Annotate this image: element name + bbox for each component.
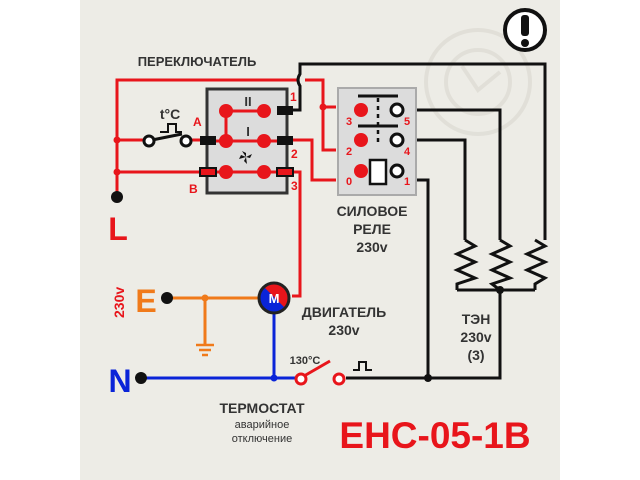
supply-voltage-label: 230v bbox=[111, 287, 127, 318]
heater-element-3 bbox=[523, 238, 549, 290]
terminal-N-label: N bbox=[108, 363, 131, 399]
pulse-icon bbox=[160, 123, 182, 133]
relay-label-3: 230v bbox=[356, 239, 387, 255]
thermostat-switch bbox=[294, 359, 346, 386]
motor-symbol: M bbox=[269, 291, 280, 306]
relay-pin-5: 5 bbox=[404, 116, 410, 128]
earth-wires bbox=[167, 296, 258, 357]
phase-bus-top bbox=[115, 78, 298, 197]
thermo-switch-label: t°C bbox=[160, 106, 180, 122]
input-A-label: A bbox=[193, 115, 202, 129]
model-title: ЕНС-05-1В bbox=[339, 415, 530, 456]
relay-pin-2: 2 bbox=[346, 146, 352, 158]
motor-label-2: 230v bbox=[328, 322, 359, 338]
heater-elements bbox=[453, 238, 549, 292]
out-3-label: 3 bbox=[291, 179, 298, 193]
heater-element-1 bbox=[453, 238, 480, 290]
terminal-E-label: E bbox=[135, 283, 156, 319]
relay-pin-4: 4 bbox=[404, 146, 411, 158]
relay-pin-1: 1 bbox=[404, 176, 410, 188]
terminal-L-label: L bbox=[108, 211, 128, 247]
exclamation-circle-icon bbox=[503, 8, 547, 52]
wire-relay1 bbox=[408, 178, 430, 378]
wire-switch1-heater bbox=[290, 62, 547, 240]
fan-icon bbox=[239, 151, 252, 164]
wire-to-relay-2 bbox=[321, 107, 336, 152]
heater-label-3: (3) bbox=[467, 347, 484, 363]
relay-label-2: РЕЛЕ bbox=[353, 221, 391, 237]
power-relay bbox=[337, 87, 417, 196]
thermostat-label: ТЕРМОСТАТ bbox=[220, 400, 305, 416]
heater-label-1: ТЭН bbox=[462, 311, 491, 327]
thermostat-sub-2: отключение bbox=[232, 433, 292, 445]
wire-to-relay-3 bbox=[305, 78, 336, 109]
control-wires bbox=[290, 62, 547, 380]
heater-label-2: 230v bbox=[460, 329, 491, 345]
out-2-label: 2 bbox=[291, 147, 298, 161]
ground-icon bbox=[196, 343, 214, 357]
wire-relay4-heater bbox=[408, 138, 467, 240]
terminal-L-dot bbox=[111, 191, 123, 203]
switch-pos-I: I bbox=[246, 124, 250, 139]
relay-pin-0: 0 bbox=[346, 176, 352, 188]
out-1-label: 1 bbox=[290, 90, 297, 104]
switch-pos-II: II bbox=[244, 94, 251, 109]
terminal-N-dot bbox=[135, 372, 147, 384]
heater-element-2 bbox=[488, 238, 515, 292]
motor bbox=[257, 281, 291, 315]
wire-switch3-motor bbox=[290, 170, 302, 298]
wire-switch2-relay0 bbox=[290, 138, 336, 182]
relay-coil bbox=[368, 158, 388, 186]
input-B-label: B bbox=[189, 182, 198, 196]
heater-return bbox=[346, 290, 502, 380]
relay-pin-3: 3 bbox=[346, 116, 352, 128]
wire-relay5-heater bbox=[408, 108, 502, 240]
thermostat-sub-1: аварийное bbox=[235, 419, 290, 431]
pulse-symbol bbox=[353, 361, 372, 371]
motor-label-1: ДВИГАТЕЛЬ bbox=[302, 304, 386, 320]
terminal-E-dot bbox=[161, 292, 173, 304]
thermostat-temp: 130°C bbox=[290, 355, 321, 367]
neutral-wires bbox=[141, 312, 296, 380]
relay-label-1: СИЛОВОЕ bbox=[337, 203, 408, 219]
thermo-switch bbox=[142, 123, 193, 148]
selector-switch bbox=[199, 87, 294, 195]
gear-wrench-watermark bbox=[424, 28, 532, 136]
switch-label: ПЕРЕКЛЮЧАТЕЛЬ bbox=[138, 54, 257, 69]
